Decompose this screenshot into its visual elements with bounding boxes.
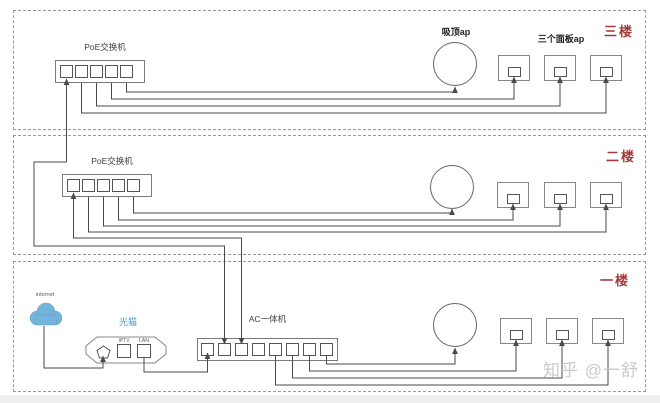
modem-iptv-port [117, 344, 131, 358]
switch-port [67, 179, 80, 192]
panel-ap-jack [507, 194, 520, 204]
panel-ap-jack [556, 330, 569, 340]
ac-port [269, 343, 282, 356]
ceiling-ap-floor2 [430, 165, 474, 209]
ac-port [252, 343, 265, 356]
panel-ap [590, 182, 622, 208]
modem-lan-port [137, 344, 151, 358]
floor-3-zone [13, 10, 646, 130]
switch-port [75, 65, 88, 78]
panel-ap [546, 318, 578, 344]
poe-switch-floor2 [62, 174, 152, 197]
switch-port [60, 65, 73, 78]
ac-port [235, 343, 248, 356]
panel-ap [590, 55, 622, 81]
ac-port [303, 343, 316, 356]
switch-port [90, 65, 103, 78]
ac-port [201, 343, 214, 356]
panel-ap-jack [510, 330, 523, 340]
poe-switch-floor3 [55, 60, 145, 83]
panel-ap [500, 318, 532, 344]
switch-port [82, 179, 95, 192]
ceiling-ap-label: 吸顶ap [441, 27, 471, 37]
panel-ap-jack [600, 194, 613, 204]
page-background-strip [0, 395, 660, 403]
floor-2-zone [13, 135, 646, 255]
switch-port [112, 179, 125, 192]
modem-lan-port-label: LAN [139, 338, 149, 344]
panel-ap [592, 318, 624, 344]
ac-port [320, 343, 333, 356]
modem-label: 光猫 [118, 317, 137, 327]
panel-ap [544, 55, 576, 81]
panel-ap-jack [602, 330, 615, 340]
ac-controller [197, 338, 338, 361]
floor-1-zone [13, 261, 646, 392]
floor-1-label: 一楼 [600, 273, 631, 288]
modem-iptv-port-label: IPTV [118, 338, 130, 344]
ceiling-ap-floor3 [433, 42, 477, 86]
ac-controller-label: AC一体机 [248, 314, 287, 324]
panel-ap-jack [554, 194, 567, 204]
zhihu-watermark: 知乎 @一舒 [543, 361, 639, 380]
panel-ap [497, 182, 529, 208]
internet-label: internet [35, 292, 55, 298]
panel-ap-label: 三个面板ap [537, 34, 585, 44]
panel-ap [544, 182, 576, 208]
ceiling-ap-floor1 [433, 303, 477, 347]
panel-ap-jack [554, 67, 567, 77]
floor-3-label: 三楼 [604, 24, 635, 39]
floor-2-label: 二楼 [606, 149, 637, 164]
ac-port [286, 343, 299, 356]
panel-ap-jack [600, 67, 613, 77]
ac-port [218, 343, 231, 356]
panel-ap [498, 55, 530, 81]
switch-port [105, 65, 118, 78]
panel-ap-jack [508, 67, 521, 77]
switch-port [97, 179, 110, 192]
poe-switch-floor3-label: PoE交换机 [84, 42, 126, 52]
poe-switch-floor2-label: PoE交换机 [91, 156, 133, 166]
switch-port [127, 179, 140, 192]
switch-port [120, 65, 133, 78]
